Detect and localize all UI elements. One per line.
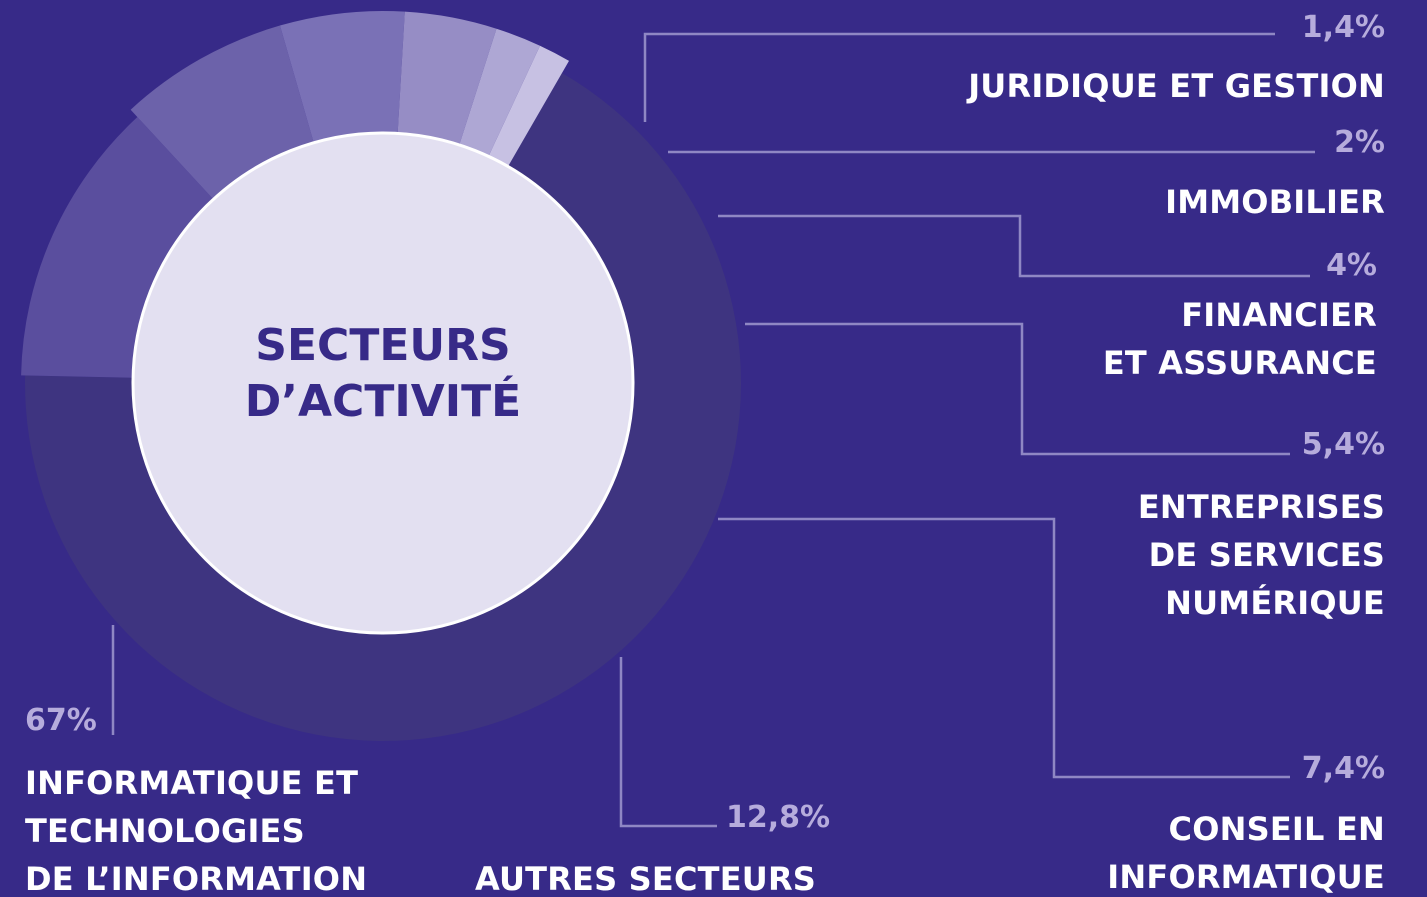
leader-line — [718, 517, 1290, 779]
slice-category-label: AUTRES SECTEURS — [475, 855, 816, 897]
label-line: AUTRES SECTEURS — [475, 860, 817, 897]
label-line: TECHNOLOGIES — [25, 812, 305, 850]
label-line: JURIDIQUE ET GESTION — [968, 67, 1385, 105]
slice-category-label: ENTREPRISES DE SERVICES NUMÉRIQUE — [1138, 483, 1385, 627]
label-line: CONSEIL EN — [1168, 810, 1385, 848]
chart-title-line-2: D’ACTIVITÉ — [244, 376, 522, 427]
slice-value-label: 2% — [1334, 125, 1385, 160]
slice-value-label: 5,4% — [1301, 427, 1385, 462]
label-line: DE SERVICES — [1148, 536, 1385, 574]
leader-line — [643, 32, 1275, 122]
leader-line — [619, 657, 717, 828]
leader-line — [745, 322, 1290, 456]
slice-value-label: 67% — [25, 703, 97, 738]
label-line: ENTREPRISES — [1137, 488, 1385, 526]
label-line: IMMOBILIER — [1165, 183, 1385, 221]
slice-category-label: JURIDIQUE ET GESTION — [968, 62, 1385, 110]
slice-category-label: IMMOBILIER — [1165, 178, 1385, 226]
slice-value-label: 4% — [1326, 248, 1377, 283]
label-line: DE L’INFORMATION — [25, 860, 368, 897]
slice-category-label: CONSEIL EN INFORMATIQUE — [1107, 805, 1385, 897]
slice-value-label: 1,4% — [1301, 10, 1385, 45]
slice-value-label: 7,4% — [1301, 751, 1385, 786]
slice-category-label: INFORMATIQUE ET TECHNOLOGIES DE L’INFORM… — [25, 759, 367, 897]
chart-title: SECTEURS D’ACTIVITÉ — [183, 318, 583, 430]
chart-center-disc — [131, 131, 635, 635]
slice-category-label: FINANCIER ET ASSURANCE — [1103, 291, 1377, 387]
slice-value-label: 12,8% — [726, 800, 831, 835]
chart-title-line-1: SECTEURS — [255, 320, 511, 371]
leader-line — [718, 214, 1310, 278]
label-line: FINANCIER — [1181, 296, 1377, 334]
label-line: INFORMATIQUE — [1107, 858, 1385, 896]
label-line: ET ASSURANCE — [1102, 344, 1377, 382]
label-line: NUMÉRIQUE — [1165, 584, 1385, 622]
label-line: INFORMATIQUE ET — [25, 764, 359, 802]
